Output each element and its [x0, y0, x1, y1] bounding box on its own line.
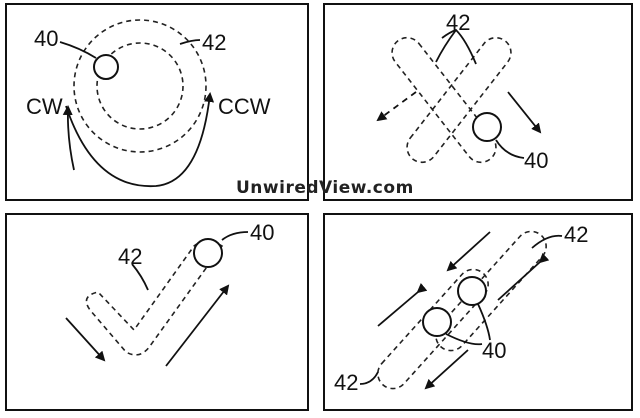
- panel-parallel: 42 42 40: [323, 213, 633, 411]
- stroke-arrow-lower-a: [497, 252, 550, 301]
- panel-cross: 42 40: [323, 3, 633, 201]
- cw-arrowhead: [62, 105, 75, 171]
- leader-40-a: [445, 333, 483, 346]
- stroke-arrow-right: [507, 91, 542, 134]
- track-parallel-lower: [377, 268, 489, 390]
- finger-contact-40-b: [422, 307, 452, 337]
- track-slanted-left: [406, 36, 512, 164]
- leader-40-cross: [495, 139, 525, 159]
- label-42-upper: 42: [564, 222, 588, 247]
- finger-contact-40: [93, 54, 119, 80]
- stroke-arrow-lower-b: [424, 349, 469, 390]
- label-42-lower: 42: [334, 370, 358, 395]
- leader-42-check: [131, 263, 149, 291]
- finger-contact-40-a: [457, 276, 487, 306]
- leader-42-upper: [531, 234, 563, 249]
- rotation-arrow: [65, 92, 215, 187]
- leader-40-rotate: [59, 41, 97, 59]
- leader-42-lower: [359, 371, 379, 385]
- stroke-arrow-down: [65, 317, 106, 362]
- label-42: 42: [118, 244, 142, 269]
- panel-rotate: 40 42 CW CCW: [5, 3, 309, 201]
- stroke-arrow-up: [165, 284, 230, 367]
- leader-40-b: [477, 303, 491, 341]
- label-42: 42: [202, 30, 226, 55]
- track-inner-circle: [96, 42, 184, 130]
- label-42: 42: [446, 10, 470, 35]
- watermark: UnwiredView.com: [236, 178, 414, 198]
- label-40: 40: [250, 220, 274, 245]
- label-40: 40: [482, 338, 506, 363]
- track-parallel-upper: [435, 230, 547, 352]
- stroke-arrow-upper-a: [446, 231, 491, 272]
- label-cw: CW: [26, 94, 63, 119]
- finger-contact-40: [193, 238, 223, 268]
- panel-rotate-frame: [5, 3, 309, 201]
- label-40: 40: [34, 26, 58, 51]
- label-ccw: CCW: [218, 94, 271, 119]
- stroke-arrow-upper-b: [377, 283, 428, 327]
- stroke-arrow-left: [376, 91, 417, 122]
- panel-check-frame: [5, 213, 309, 411]
- leader-40-check: [221, 231, 249, 241]
- leader-42-rotate: [179, 39, 201, 45]
- panel-cross-frame: [323, 3, 633, 201]
- label-40: 40: [524, 148, 548, 173]
- finger-contact-40: [472, 112, 502, 142]
- track-outer-circle: [73, 19, 207, 153]
- leader-42-cross-b: [435, 29, 457, 63]
- panel-check: 40 42: [5, 213, 309, 411]
